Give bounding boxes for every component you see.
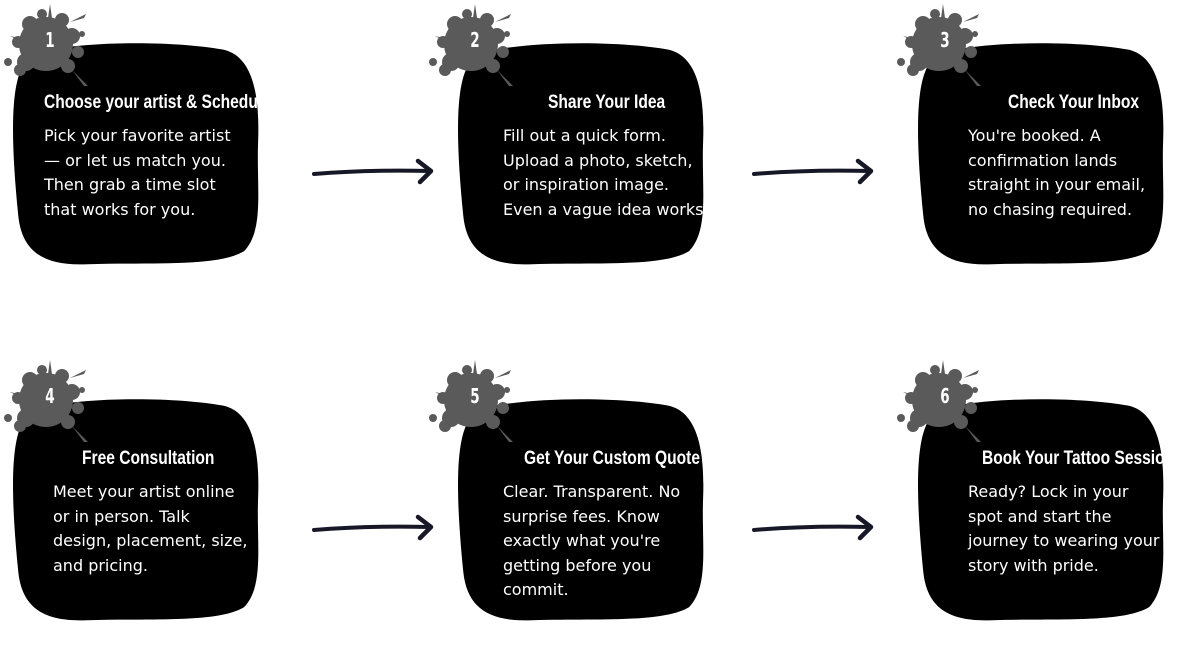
step-description: Fill out a quick form. Upload a photo, s… [503, 126, 709, 219]
step-number: 1 [45, 28, 55, 52]
step-card-2: 2 Share Your Idea Fill out a quick form.… [425, 0, 709, 290]
step-number: 6 [940, 384, 950, 408]
step-card-1: 1 Choose your artist & Schedule Pick you… [0, 0, 280, 290]
arrow-right-icon [752, 158, 874, 185]
step-card-4: 4 Free Consultation Meet your artist onl… [0, 356, 280, 646]
step-number: 2 [470, 28, 480, 52]
step-card-6: 6 Book Your Tattoo Session Ready? Lock i… [893, 356, 1175, 646]
step-description: Ready? Lock in your spot and start the j… [968, 482, 1160, 575]
step-number: 3 [940, 28, 950, 52]
arrow-right-icon [312, 158, 434, 185]
step-title: Check Your Inbox [1008, 92, 1140, 113]
step-description: You're booked. A confirmation lands stra… [968, 126, 1146, 219]
step-title: Free Consultation [82, 448, 215, 469]
step-title: Share Your Idea [548, 92, 666, 113]
step-description: Clear. Transparent. No surprise fees. Kn… [503, 482, 681, 599]
step-title: Book Your Tattoo Session [982, 448, 1175, 469]
step-description: Pick your favorite artist — or let us ma… [44, 126, 231, 219]
step-number: 4 [45, 384, 55, 408]
step-card-5: 5 Get Your Custom Quote Clear. Transpare… [425, 356, 705, 646]
step-description: Meet your artist online or in person. Ta… [53, 482, 248, 575]
step-title: Get Your Custom Quote [524, 448, 701, 469]
step-card-3: 3 Check Your Inbox You're booked. A conf… [893, 0, 1173, 290]
step-title: Choose your artist & Schedule [44, 92, 271, 113]
arrow-right-icon [752, 514, 874, 541]
step-number: 5 [470, 384, 480, 408]
arrow-right-icon [312, 514, 434, 541]
